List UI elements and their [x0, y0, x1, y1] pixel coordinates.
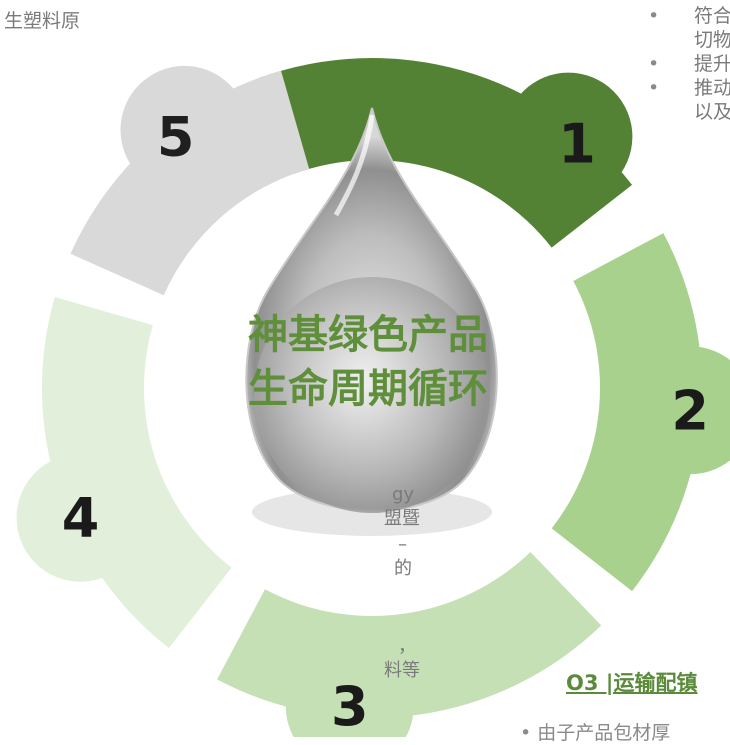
stage-number-1: 1 — [558, 113, 596, 176]
text-fragment-left-2: 盟暨 — [384, 508, 420, 529]
cycle-bubble-2 — [626, 346, 730, 475]
drop-highlight — [333, 114, 375, 217]
text-fragment-top-left: 生塑料原 — [4, 10, 81, 32]
center-title-line2: 生命周期循环 — [248, 366, 488, 412]
center-title: 神基绿色产品 生命周期循环 — [188, 308, 548, 416]
stage-number-4: 4 — [62, 487, 100, 550]
cycle-bubble-3 — [285, 642, 414, 737]
text-fragment-left-5: ， — [398, 636, 416, 657]
text-fragment-left-3: – — [398, 534, 407, 555]
right-bullet-list: 符合 切物 提升 推动 以及 — [640, 4, 730, 124]
text-fragment-bottom: • 由子产品包材厚 — [520, 722, 671, 744]
stage-number-2: 2 — [671, 379, 709, 442]
bullet-1-line1: 符合 — [694, 5, 730, 27]
bullet-1-line2: 切物 — [694, 29, 730, 51]
center-title-line1: 神基绿色产品 — [248, 312, 488, 358]
bullet-2-line1: 提升 — [694, 53, 730, 75]
cycle-bubble-4 — [16, 453, 145, 582]
text-fragment-left-6: 料等 — [384, 660, 420, 681]
section-heading-o3[interactable]: O3 |运输配镇 — [566, 671, 698, 695]
globe — [254, 277, 490, 513]
cycle-segment-4 — [41, 297, 232, 649]
bullet-item-3: 推动 — [640, 76, 730, 100]
cycle-bubble-1 — [504, 72, 633, 201]
bullet-item-1: 符合 — [640, 4, 730, 28]
bullet-3-line1: 推动 — [694, 77, 730, 99]
cycle-bubble-5 — [120, 65, 249, 194]
stage-number-3: 3 — [331, 675, 369, 737]
text-fragment-gy: gy — [392, 484, 415, 505]
bullet-item-2: 提升 — [640, 52, 730, 76]
stage-number-5: 5 — [157, 106, 195, 169]
text-fragment-left-4: 的 — [394, 558, 412, 579]
bullet-3-line2: 以及 — [694, 101, 730, 123]
